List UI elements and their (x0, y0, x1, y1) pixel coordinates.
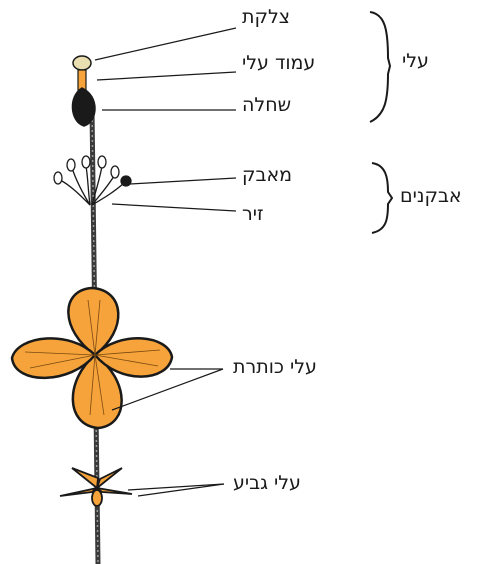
label-anther: מאבק (242, 166, 292, 185)
pistil-drawing (72, 56, 95, 126)
group-label-pistil: עלי (402, 52, 429, 71)
label-stigma: צלקת (242, 8, 290, 27)
leader-anther (130, 178, 236, 184)
leader-filament (112, 204, 236, 211)
bracket-stamens (372, 163, 392, 233)
leader-style (97, 72, 236, 80)
leader-sepals-1 (128, 484, 224, 490)
label-petals: עלי כותרת (233, 358, 317, 377)
stigma-shape (73, 56, 91, 70)
style-shape (78, 70, 86, 90)
bracket-pistil (370, 12, 390, 122)
leader-lines (95, 28, 236, 496)
brackets (370, 12, 392, 233)
group-label-stamens: אבקנים (400, 187, 462, 206)
petals-drawing (12, 288, 172, 428)
label-style: עמוד עלי (242, 54, 315, 73)
leader-sepals-2 (138, 484, 224, 496)
label-filament: זיר (242, 205, 264, 224)
leader-stigma (95, 28, 236, 60)
ovary-shape (72, 88, 95, 126)
label-ovary: שחלה (242, 96, 291, 115)
label-sepals: עלי גביע (233, 474, 301, 493)
